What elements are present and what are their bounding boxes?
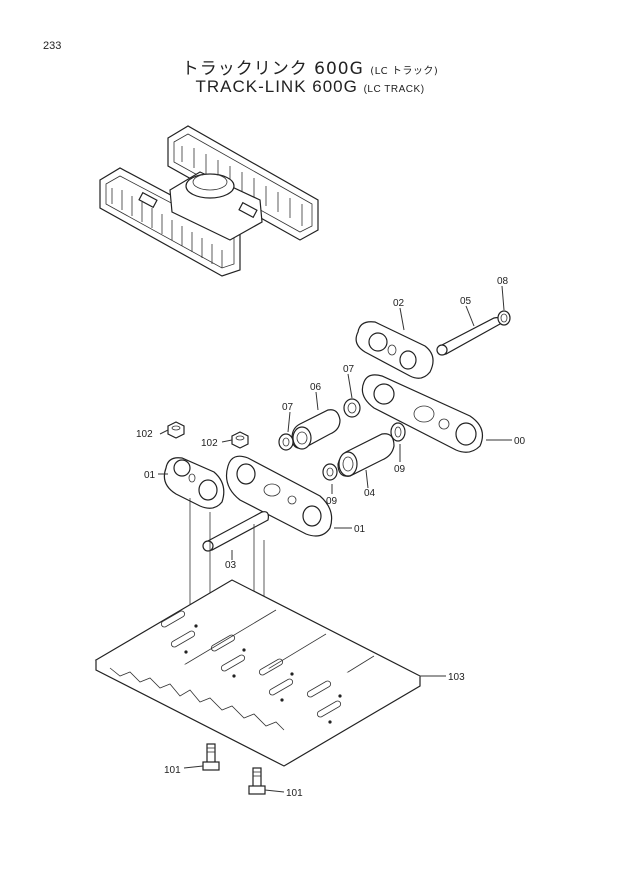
bushing-06 xyxy=(291,409,341,450)
title-japanese: トラックリンク 600G (LC トラック) xyxy=(0,54,620,79)
swing-bearing xyxy=(185,173,235,199)
spacer-ring-09-lower xyxy=(322,463,338,481)
callout-103: 103 xyxy=(448,672,465,683)
callout-01-right: 01 xyxy=(354,524,366,535)
center-frame xyxy=(138,171,263,241)
callout-05: 05 xyxy=(460,296,472,307)
callout-03: 03 xyxy=(225,560,237,571)
bushing-04 xyxy=(337,433,395,477)
right-crawler-track xyxy=(167,125,319,241)
callout-00: 00 xyxy=(514,436,526,447)
track-pin-05 xyxy=(436,317,501,356)
left-crawler-track xyxy=(99,167,241,277)
title-japanese-sub: (LC トラック) xyxy=(370,66,439,77)
track-link-01-center xyxy=(225,455,333,537)
callout-101-right: 101 xyxy=(286,788,303,799)
callout-09-lower: 09 xyxy=(326,496,338,507)
spacer-ring-09-upper xyxy=(390,422,406,442)
track-link-01-left xyxy=(163,457,225,509)
bolt-101-center xyxy=(248,767,266,795)
callout-04: 04 xyxy=(364,488,376,499)
callout-02: 02 xyxy=(393,298,405,309)
callout-leader-lines xyxy=(158,285,512,793)
callout-09-upper: 09 xyxy=(394,464,406,475)
callout-07-upper: 07 xyxy=(343,364,355,375)
callout-labels: 08 02 05 07 06 07 00 09 04 102 102 01 09… xyxy=(136,276,526,799)
title-english: TRACK-LINK 600G (LC TRACK) xyxy=(0,77,620,97)
track-link-02 xyxy=(355,321,434,379)
callout-07-lower: 07 xyxy=(282,402,294,413)
dust-seal-07-lower xyxy=(278,433,294,451)
callout-01-left: 01 xyxy=(144,470,156,481)
master-link-00 xyxy=(361,374,483,453)
page-number: 233 xyxy=(43,40,62,52)
bolt-101-left xyxy=(202,743,220,771)
undercarriage-overview xyxy=(99,125,319,277)
title-english-main: TRACK-LINK 600G xyxy=(195,77,358,96)
callout-06: 06 xyxy=(310,382,322,393)
callout-102-center: 102 xyxy=(201,438,218,449)
track-shoe-plate-103 xyxy=(94,579,422,767)
dust-seal-07-upper xyxy=(343,398,361,418)
track-pin-03 xyxy=(202,511,269,552)
callout-102-left: 102 xyxy=(136,429,153,440)
callout-101-left: 101 xyxy=(164,765,181,776)
seal-ring-08 xyxy=(497,310,511,326)
title-japanese-main: トラックリンク 600G xyxy=(181,59,364,79)
nut-102-center xyxy=(231,431,249,449)
callout-08: 08 xyxy=(497,276,509,287)
nut-102-left xyxy=(167,421,185,439)
title-english-sub: (LC TRACK) xyxy=(363,84,425,95)
